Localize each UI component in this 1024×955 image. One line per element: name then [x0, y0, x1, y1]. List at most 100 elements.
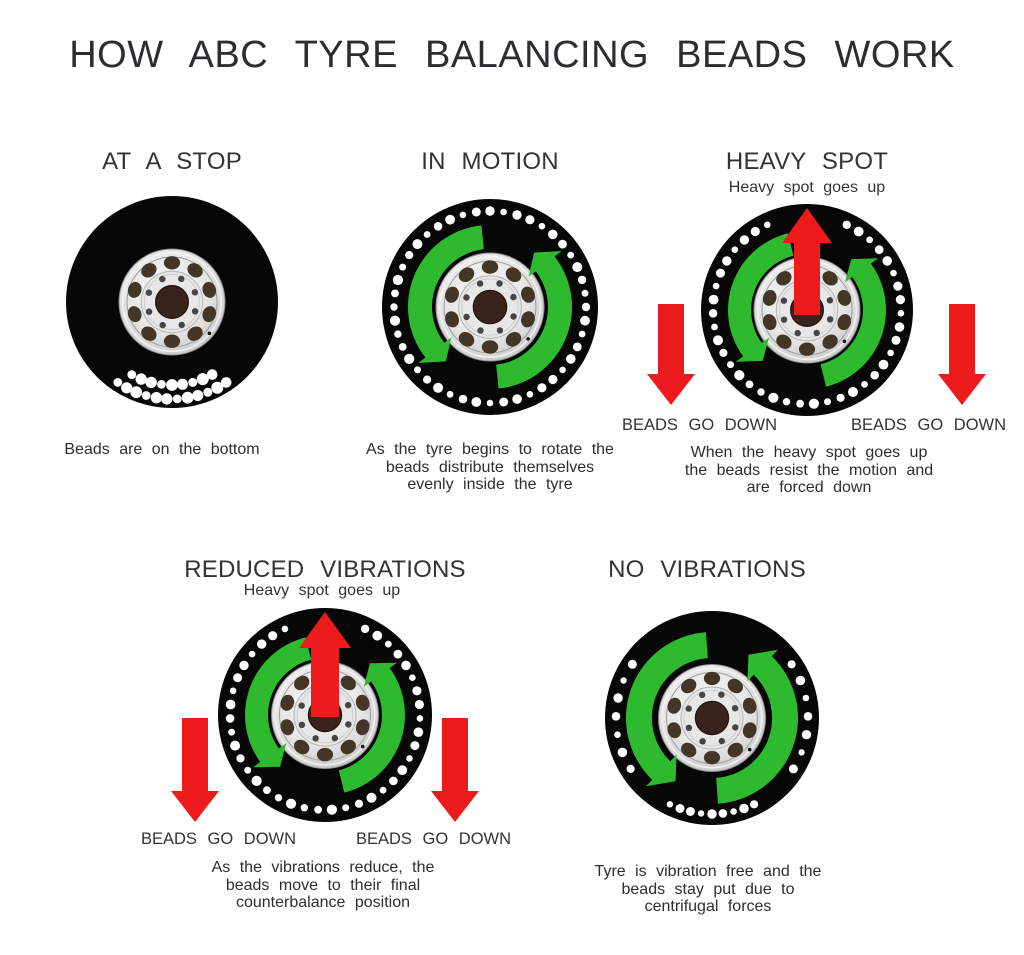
- bead: [220, 377, 232, 388]
- caption-at-a-stop: Beads are on the bottom: [64, 441, 260, 458]
- bead: [127, 370, 137, 379]
- bead: [824, 398, 831, 406]
- bead: [384, 640, 392, 648]
- bead: [414, 699, 424, 710]
- bead: [739, 235, 750, 245]
- bead: [866, 236, 873, 244]
- tyre-diagram-no-vibrations: [605, 611, 819, 825]
- bead: [157, 379, 166, 389]
- bead: [211, 381, 224, 394]
- bead: [895, 295, 905, 305]
- bead: [412, 239, 423, 250]
- bead: [581, 289, 589, 297]
- bead: [389, 315, 401, 326]
- bead: [611, 712, 621, 721]
- bead: [113, 378, 123, 387]
- caption-no-vibrations: Tyre is vibration free and the beads sta…: [572, 863, 844, 916]
- bead: [379, 786, 387, 794]
- bead: [861, 381, 868, 388]
- bead: [718, 809, 728, 818]
- caption-line: beads distribute themselves: [385, 458, 595, 476]
- bead: [354, 799, 364, 808]
- bead: [764, 221, 771, 229]
- bead: [537, 383, 547, 393]
- bead: [897, 310, 905, 317]
- bead: [360, 624, 370, 634]
- bead: [228, 728, 235, 736]
- heavy-spot-up-arrow: [299, 612, 351, 717]
- bead: [244, 766, 252, 774]
- bead: [580, 315, 590, 326]
- rotation-arrow-left: [407, 225, 484, 363]
- bead: [257, 639, 267, 649]
- bead: [538, 222, 546, 230]
- bead: [446, 390, 454, 398]
- bead: [853, 226, 864, 237]
- balancing-beads: [389, 206, 591, 407]
- bead: [172, 394, 182, 404]
- bead: [248, 650, 256, 658]
- caption-reduced-vibrations: As the vibrations reduce, the beads move…: [187, 859, 459, 912]
- balancing-beads: [708, 220, 905, 409]
- tyre-diagram-in-motion: [382, 199, 598, 415]
- bead: [410, 741, 420, 751]
- bead: [757, 388, 765, 396]
- bead: [239, 660, 249, 671]
- bead: [731, 246, 739, 253]
- bead: [459, 211, 467, 219]
- bead: [433, 382, 444, 393]
- bead: [181, 391, 194, 404]
- caption-line: counterbalance position: [235, 894, 410, 911]
- valve-stem-mark: [842, 339, 847, 344]
- bead: [486, 399, 494, 407]
- rotation-arrow-right: [338, 662, 405, 793]
- bead: [566, 354, 576, 364]
- bead: [230, 740, 241, 751]
- bead: [739, 803, 749, 814]
- bead: [392, 274, 403, 286]
- bead: [716, 268, 725, 278]
- wheel-rim: [435, 252, 545, 362]
- bead: [263, 786, 271, 795]
- bead: [803, 712, 813, 721]
- bead: [620, 677, 627, 684]
- beads-down-arrow-left: [171, 718, 219, 822]
- bead: [314, 805, 322, 814]
- bead: [399, 263, 407, 271]
- wheel-rim: [118, 248, 226, 356]
- bead: [166, 379, 178, 391]
- bead: [730, 808, 737, 815]
- panel-title-reduced-vibrations: REDUCED VIBRATIONS: [184, 556, 466, 583]
- bead: [836, 393, 845, 402]
- panel-title-in-motion: IN MOTION: [421, 148, 559, 175]
- tyre-diagram-at-a-stop: [66, 196, 278, 408]
- bead: [397, 765, 408, 776]
- bead: [891, 335, 901, 345]
- bead: [398, 343, 407, 351]
- bead: [409, 674, 416, 681]
- bead: [471, 397, 482, 407]
- panel-title-at-a-stop: AT A STOP: [102, 148, 242, 175]
- bead: [512, 394, 522, 404]
- panel-subtitle-reduced-vibrations: Heavy spot goes up: [243, 582, 401, 599]
- bead: [188, 377, 198, 387]
- bead: [577, 275, 587, 285]
- bead: [712, 282, 720, 290]
- bead: [808, 398, 819, 409]
- bead: [499, 397, 509, 407]
- bead: [413, 727, 424, 737]
- bead: [627, 659, 637, 669]
- bead: [802, 694, 810, 702]
- bead: [722, 256, 732, 266]
- bead: [887, 349, 894, 357]
- bead: [445, 214, 455, 225]
- bead: [229, 687, 237, 695]
- bead: [206, 369, 218, 380]
- bead: [389, 776, 398, 786]
- bead: [471, 207, 481, 217]
- bead: [485, 206, 495, 216]
- bead: [233, 673, 243, 683]
- bead: [251, 775, 262, 786]
- rotation-arrow-right: [716, 649, 799, 804]
